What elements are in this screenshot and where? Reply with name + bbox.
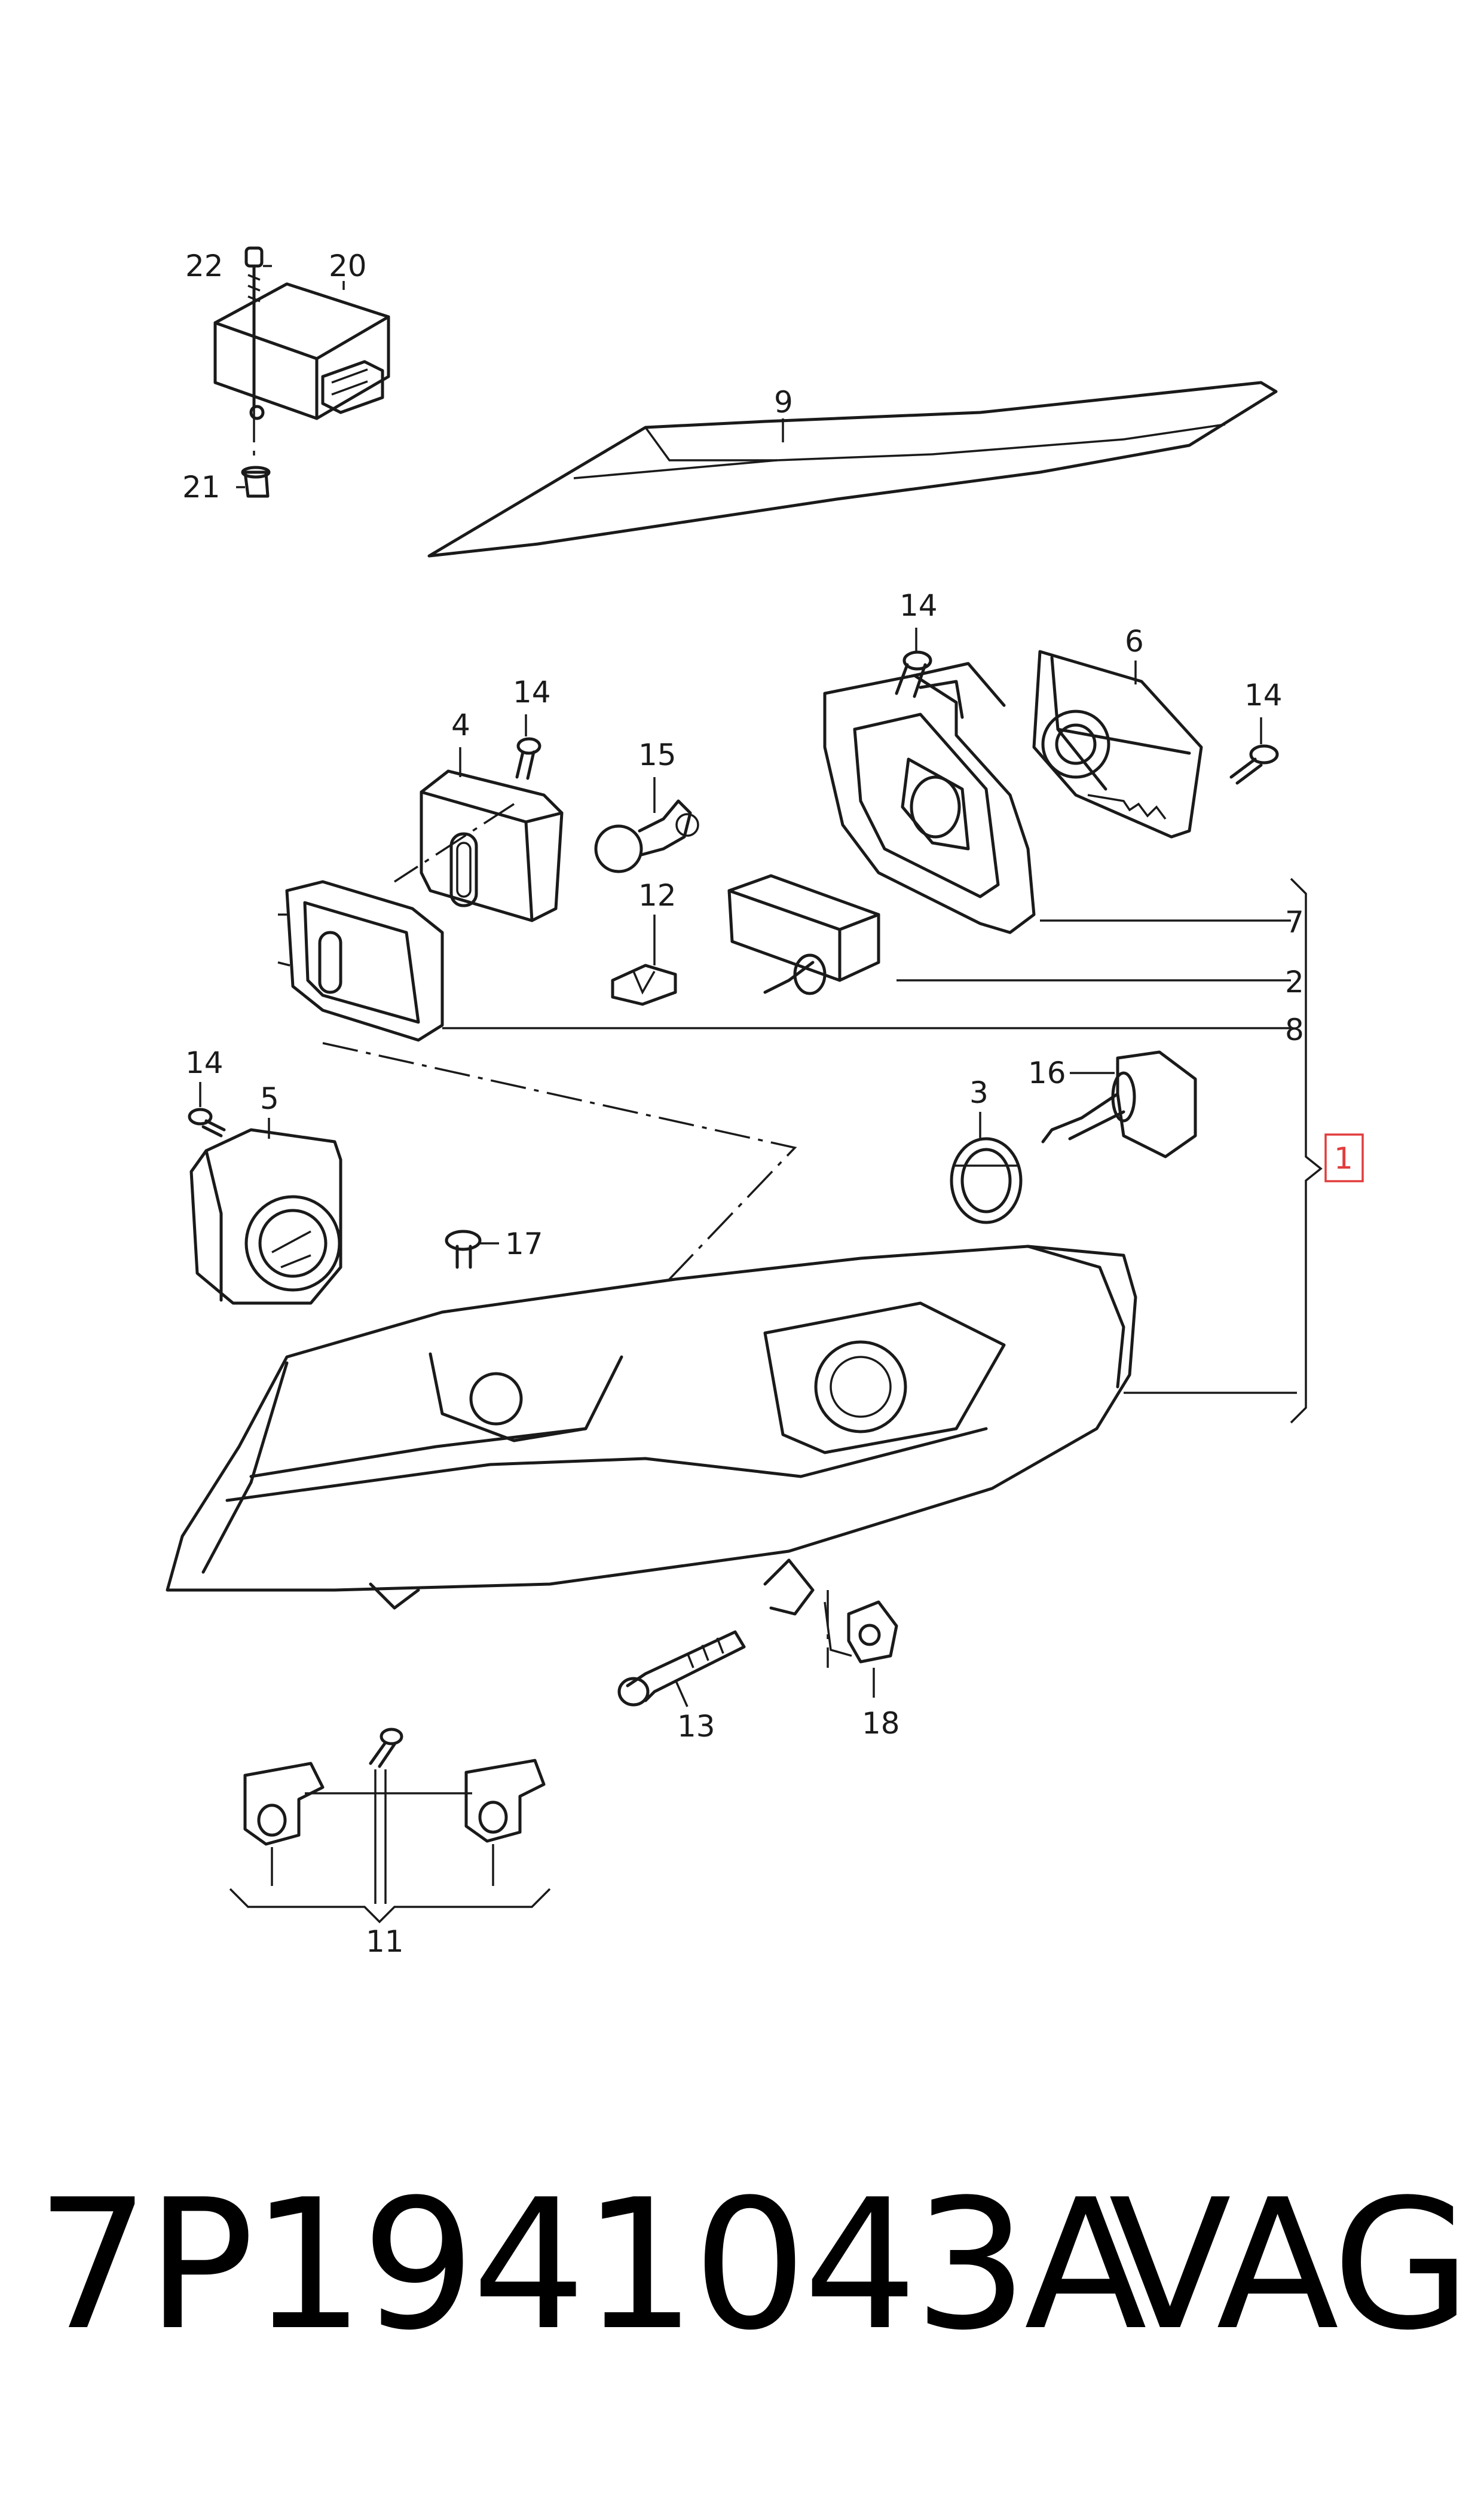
part-14-screw-a bbox=[895, 650, 932, 698]
part-22-screw bbox=[244, 246, 264, 408]
part-11-brackets bbox=[243, 1728, 546, 1846]
part-20-control-module bbox=[213, 282, 390, 420]
part-14-screw-b bbox=[1229, 744, 1279, 785]
part-15-bulb bbox=[594, 799, 699, 873]
part-16-xenon-bulb bbox=[1041, 1050, 1197, 1158]
part-7-mounting-frame bbox=[823, 662, 1036, 934]
part-4-module bbox=[420, 769, 564, 922]
part-1-headlight-housing bbox=[166, 1245, 1137, 1616]
brand-name: VAG bbox=[1109, 2161, 1471, 2370]
part-21-clip bbox=[241, 466, 271, 498]
callout-12: 12 bbox=[638, 878, 677, 913]
callout-21: 21 bbox=[182, 470, 221, 505]
part-18-nut bbox=[824, 1600, 898, 1664]
part-14-screw-d bbox=[188, 1108, 226, 1138]
callout-5: 5 bbox=[260, 1081, 279, 1116]
callout-14-d: 14 bbox=[185, 1045, 224, 1080]
callout-1: 1 bbox=[1334, 1141, 1353, 1176]
callout-1-highlight-box bbox=[1324, 1133, 1364, 1182]
callout-14-b: 14 bbox=[1244, 678, 1283, 713]
callout-15: 15 bbox=[638, 738, 677, 772]
part-8-cover bbox=[277, 880, 444, 1042]
part-9-trim-strip bbox=[427, 381, 1278, 558]
callout-6: 6 bbox=[1125, 624, 1144, 659]
callout-18: 18 bbox=[862, 1706, 900, 1741]
callout-9: 9 bbox=[774, 385, 793, 420]
callout-4: 4 bbox=[451, 708, 470, 742]
part-number: 7P1941043A bbox=[36, 2161, 1147, 2370]
part-17-screw bbox=[445, 1230, 482, 1269]
part-12-bulb bbox=[611, 964, 677, 1006]
leader-lines bbox=[199, 265, 1323, 1924]
part-2-adjuster-motor bbox=[727, 874, 880, 995]
callout-8: 8 bbox=[1285, 1013, 1304, 1047]
callout-7: 7 bbox=[1285, 905, 1304, 940]
callout-14-c: 14 bbox=[513, 675, 551, 710]
callout-14-a: 14 bbox=[899, 588, 938, 623]
callout-16: 16 bbox=[1028, 1056, 1066, 1090]
part-6-ballast bbox=[1032, 650, 1203, 839]
callout-22: 22 bbox=[185, 249, 224, 283]
part-3-retaining-ring bbox=[950, 1137, 1023, 1224]
callout-13: 13 bbox=[677, 1709, 715, 1744]
callout-20: 20 bbox=[329, 249, 367, 283]
callout-labels: 22 20 21 9 14 6 14 4 14 15 7 12 2 8 1 14… bbox=[182, 249, 1353, 1959]
assembly-lines bbox=[253, 406, 829, 1668]
callout-2: 2 bbox=[1285, 965, 1304, 999]
part-14-screw-c bbox=[515, 737, 541, 780]
callout-11: 11 bbox=[366, 1924, 404, 1959]
part-13-bolt bbox=[617, 1630, 746, 1707]
part-5-ballast bbox=[189, 1128, 342, 1305]
callout-3: 3 bbox=[969, 1075, 989, 1110]
callout-17: 17 bbox=[505, 1227, 543, 1261]
